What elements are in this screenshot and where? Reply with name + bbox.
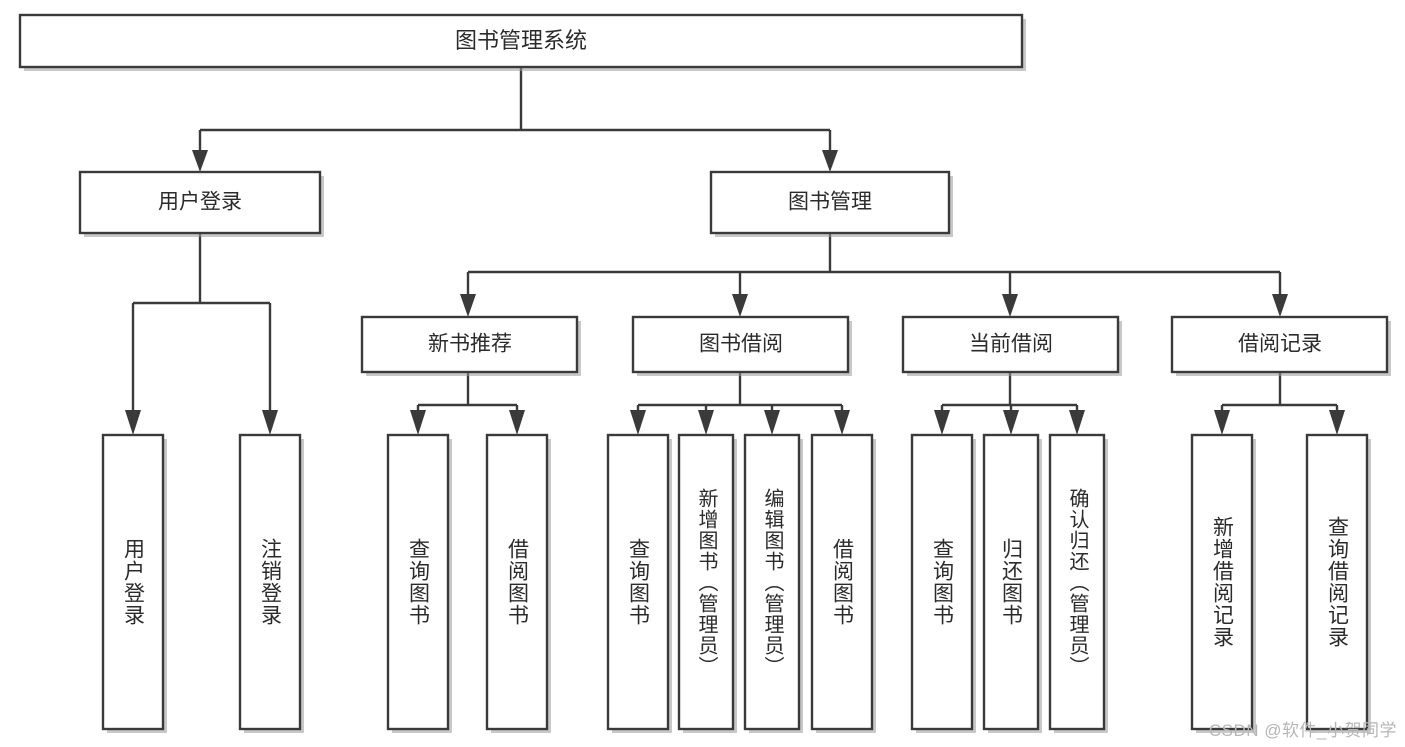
arrow-head-leaf-borrow-book-2	[834, 410, 850, 435]
node-new-book-rec[interactable]: 新书推荐	[360, 315, 581, 376]
node-leaf-confirm-return[interactable]	[1048, 433, 1108, 733]
node-new-book-rec-label: 新书推荐	[428, 333, 512, 356]
node-book-manage[interactable]: 图书管理	[709, 170, 953, 237]
arrow-head-leaf-confirm-return	[1069, 410, 1085, 435]
node-borrow-record[interactable]: 借阅记录	[1170, 315, 1391, 376]
node-leaf-borrow-book-2[interactable]	[810, 433, 876, 733]
node-current-borrow-label: 当前借阅	[969, 333, 1053, 356]
connector-layer	[125, 67, 1345, 435]
node-leaf-return-book[interactable]	[982, 433, 1042, 733]
node-borrow-record-label: 借阅记录	[1238, 333, 1322, 356]
node-layer: 图书管理系统 用户登录 图书管理 新书推荐	[18, 13, 1391, 733]
arrow-head-borrow-record	[1272, 294, 1288, 317]
arrow-head-leaf-user-logout	[262, 410, 278, 435]
arrow-head-new-book-rec	[460, 294, 476, 317]
node-leaf-query-book-2[interactable]	[606, 433, 672, 733]
node-current-borrow[interactable]: 当前借阅	[901, 315, 1122, 376]
watermark-label: CSDN @软件_小贺同学	[1208, 721, 1397, 740]
node-book-manage-label: 图书管理	[788, 191, 872, 214]
arrow-head-leaf-query-book-1	[410, 410, 426, 435]
arrow-head-leaf-edit-book	[764, 410, 780, 435]
node-leaf-query-book-1[interactable]	[386, 433, 452, 733]
node-leaf-add-book[interactable]	[677, 433, 737, 733]
node-leaf-add-record[interactable]	[1190, 433, 1256, 733]
arrow-head-leaf-add-record	[1214, 410, 1230, 435]
arrow-head-leaf-borrow-book-1	[509, 410, 525, 435]
arrow-head-leaf-user-login	[125, 410, 141, 435]
node-leaf-query-book-3[interactable]	[910, 433, 976, 733]
arrow-head-user-login	[192, 150, 208, 172]
node-root-label: 图书管理系统	[455, 28, 587, 53]
arrow-head-leaf-query-book-3	[934, 410, 950, 435]
arrow-head-book-manage	[822, 150, 838, 172]
arrow-head-leaf-add-book	[698, 410, 714, 435]
node-leaf-user-login[interactable]	[101, 433, 167, 733]
node-leaf-edit-book[interactable]	[743, 433, 803, 733]
arrow-head-book-borrow	[732, 294, 748, 317]
node-leaf-user-logout[interactable]	[238, 433, 304, 733]
node-leaf-query-record[interactable]	[1305, 433, 1371, 733]
node-leaf-borrow-book-1[interactable]	[485, 433, 551, 733]
arrow-head-current-borrow	[1002, 294, 1018, 317]
node-book-borrow[interactable]: 图书借阅	[631, 315, 852, 376]
arrow-head-leaf-query-book-2	[630, 410, 646, 435]
node-user-login-label: 用户登录	[158, 191, 242, 214]
node-user-login[interactable]: 用户登录	[78, 170, 324, 237]
node-book-borrow-label: 图书借阅	[699, 333, 783, 356]
node-root[interactable]: 图书管理系统	[18, 13, 1026, 71]
arrow-head-leaf-return-book	[1003, 410, 1019, 435]
arrow-head-leaf-query-record	[1329, 410, 1345, 435]
